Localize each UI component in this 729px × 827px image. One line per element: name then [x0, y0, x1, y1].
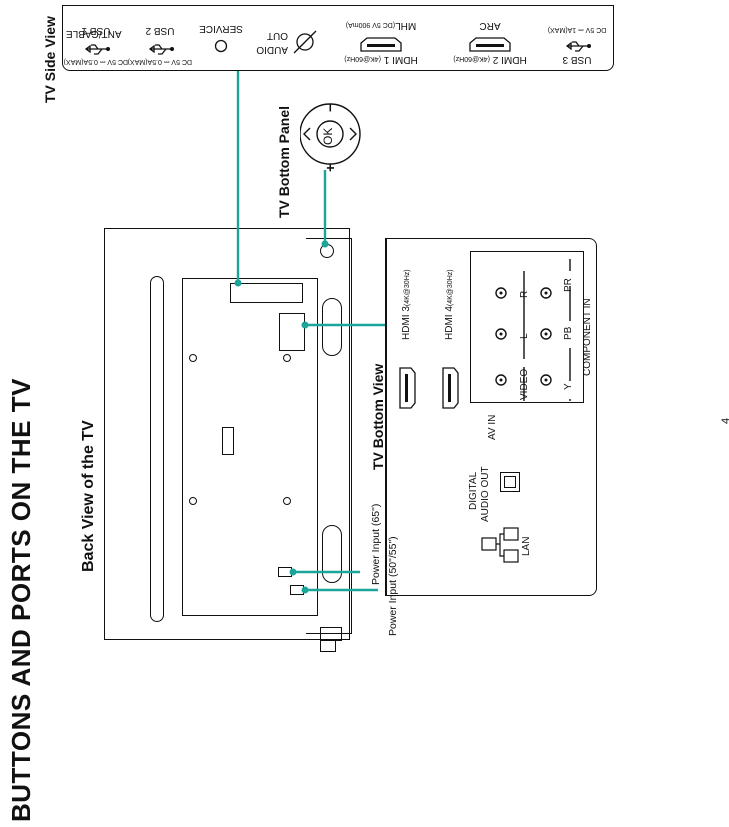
lan-icon	[481, 527, 519, 563]
hdmi4-label: HDMI 4(4K@30Hz)	[444, 269, 455, 340]
hdmi-icon	[442, 367, 459, 409]
digital-audio-label-1: DIGITAL	[468, 471, 479, 510]
l-label: L	[519, 333, 530, 339]
side-view-panel	[62, 5, 614, 71]
usb-icon	[565, 41, 591, 52]
hdmi-icon	[360, 37, 402, 52]
optical-port-inner	[504, 476, 516, 488]
bottom-view-heading: TV Bottom View	[370, 363, 386, 470]
tv-back-side-port-block	[230, 283, 303, 303]
hdmi-icon	[399, 367, 416, 409]
pb-label: PB	[563, 326, 574, 340]
component-in-label: COMPONENT IN	[582, 298, 593, 376]
r-label: R	[519, 290, 530, 298]
hdmi3-label: HDMI 3(4K@30Hz)	[401, 269, 412, 340]
tv-back-body	[104, 228, 350, 640]
headphone-jack-icon	[293, 30, 317, 54]
video-label: VIDEO	[519, 368, 530, 400]
connector-group	[234, 71, 385, 594]
y-label: Y	[563, 383, 574, 390]
usb1-port: DC 5V ⎓ 0.5A(MAX) USB 1	[64, 25, 128, 65]
pr-jack	[540, 287, 552, 299]
tv-back-foot	[320, 640, 336, 652]
tv-back-rail-slot	[322, 525, 342, 583]
screw-mark	[283, 354, 291, 362]
pb-jack	[540, 328, 552, 340]
bottom-view-panel	[385, 238, 597, 596]
tv-back-bottom-port-block	[279, 313, 305, 351]
y-jack	[540, 374, 552, 386]
ant-cable: ANT/CABLE	[66, 28, 122, 39]
usb-icon	[148, 44, 174, 55]
joystick-control	[300, 103, 361, 165]
power-input-65-label: Power Input (65")	[370, 503, 382, 585]
optical-port-icon	[500, 472, 520, 492]
screw-mark	[189, 497, 197, 505]
pr-label: PR	[563, 278, 574, 292]
page-number: 4	[720, 418, 729, 424]
r-jack	[495, 287, 507, 299]
service-jack-icon	[214, 39, 228, 53]
hdmi-icon	[469, 37, 511, 52]
service-port: SERVICE	[194, 23, 248, 53]
hdmi2-port: HDMI 2 (4K@60Hz) ARC	[444, 20, 536, 65]
tv-back-rail-slot	[322, 298, 342, 356]
tv-back-inner-panel	[182, 278, 318, 616]
tv-back-speaker-slot	[150, 276, 164, 622]
av-in-label: AV IN	[487, 414, 498, 440]
l-jack	[495, 328, 507, 340]
av-component-box	[470, 251, 584, 403]
tv-back-rail	[306, 238, 352, 634]
screw-mark	[189, 354, 197, 362]
video-jack	[495, 374, 507, 386]
hdmi1-port: HDMI 1 (4K@60Hz) MHL(DC 5V 900mA)	[326, 20, 436, 65]
av-component-jacks	[495, 259, 571, 401]
usb2-port: DC 5V ⎓ 0.5A(MAX) USB 2	[128, 25, 192, 65]
usb-icon	[84, 44, 110, 55]
usb3-port: USB 3 DC 5V ⎓ 1A(MAX)	[546, 25, 608, 65]
screw-mark	[283, 497, 291, 505]
side-view-ports: USB 3 DC 5V ⎓ 1A(MAX) HDMI 2 (4K@60Hz) A…	[62, 5, 614, 71]
digital-audio-label-2: AUDIO OUT	[480, 466, 491, 522]
lan-label: LAN	[521, 536, 532, 556]
tv-back-label-plate	[222, 427, 234, 455]
